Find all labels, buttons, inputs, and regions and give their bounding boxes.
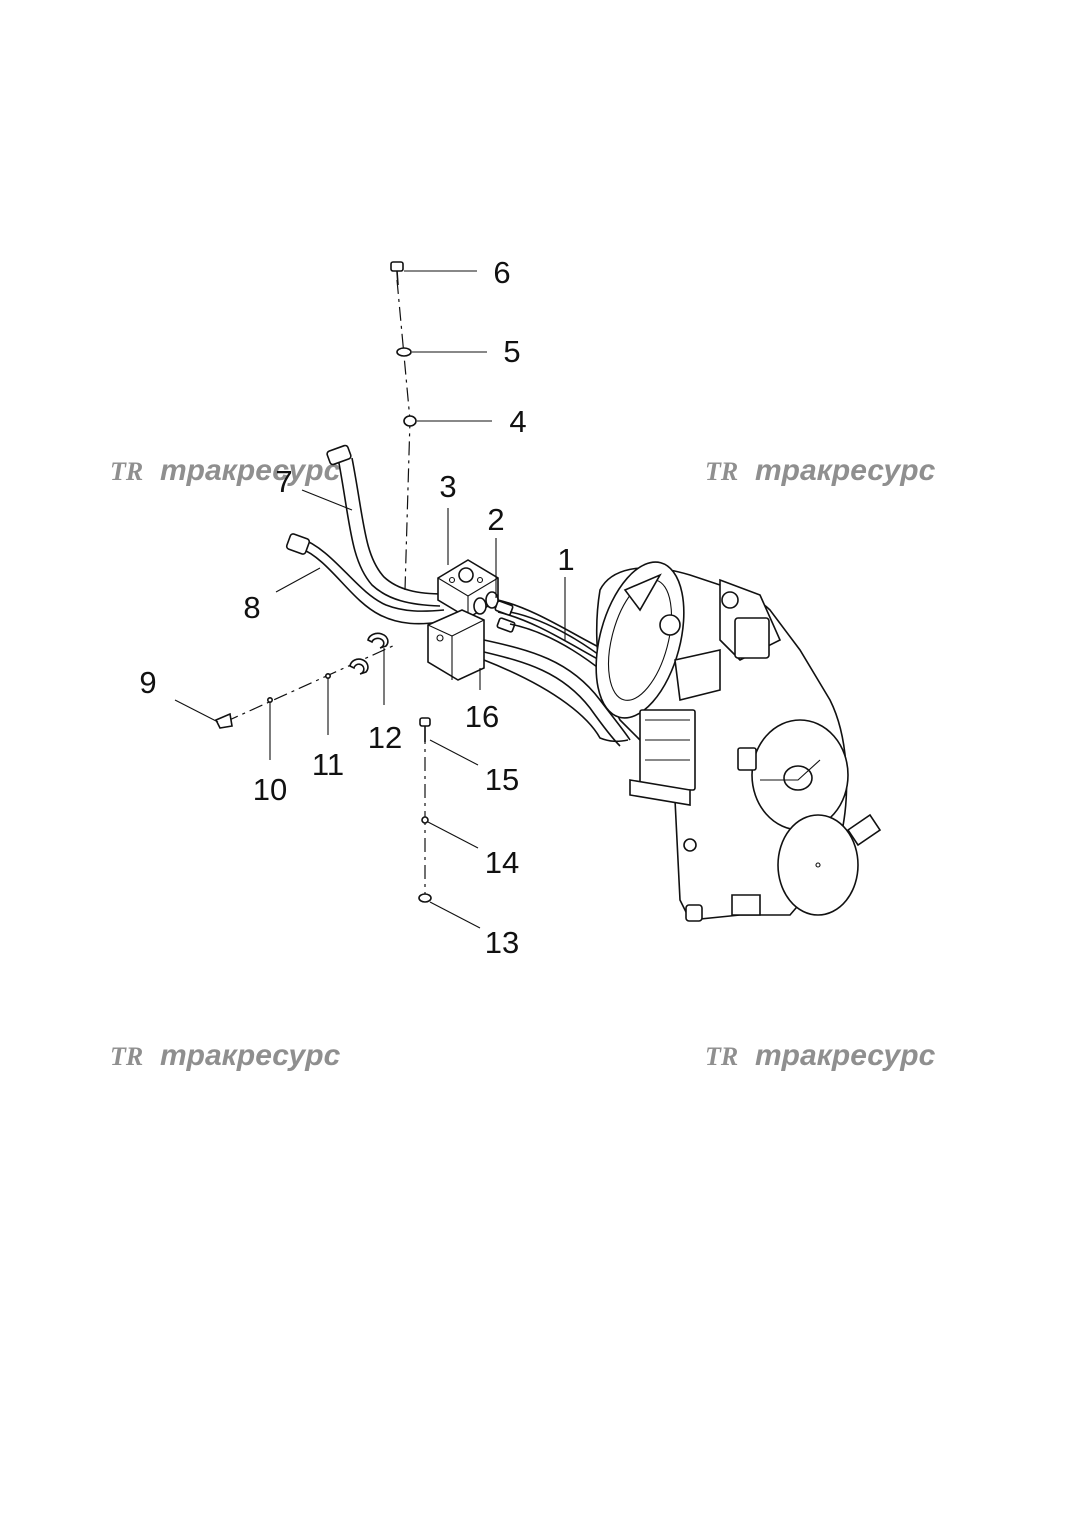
axis-upper-fasteners — [396, 279, 411, 591]
callout-11: 11 — [312, 747, 344, 782]
callout-9: 9 — [139, 665, 156, 700]
callout-13: 13 — [485, 925, 519, 960]
clamp-part-12 — [349, 632, 389, 675]
washer-part-11 — [324, 672, 331, 679]
watermark-text: тракресурс — [160, 1039, 341, 1072]
bolt-part-6 — [390, 261, 404, 286]
leader-lines — [174, 270, 566, 929]
watermark-text: тракресурс — [755, 1039, 936, 1072]
pipe-part-1 — [483, 611, 641, 747]
callout-12: 12 — [368, 720, 402, 755]
transmission-housing — [595, 561, 882, 922]
callout-3: 3 — [439, 469, 456, 504]
watermark-logo: TR — [110, 457, 143, 486]
valve-block-part-3 — [437, 559, 499, 619]
watermark-bottom-right: TR тракресурс — [705, 1039, 936, 1072]
pipe-part-7 — [326, 444, 445, 607]
bracket-part-16 — [427, 609, 485, 681]
callout-1: 1 — [557, 542, 574, 577]
callout-14: 14 — [485, 845, 519, 880]
axis-clamp-fasteners — [224, 644, 396, 723]
callout-4: 4 — [509, 404, 526, 439]
callout-numbers: 1 2 3 4 5 6 7 8 9 10 11 12 13 14 15 16 — [139, 255, 574, 960]
callout-2: 2 — [487, 502, 504, 537]
watermark-bottom-left: TR тракресурс — [110, 1039, 341, 1072]
watermark-top-right: TR тракресурс — [705, 454, 936, 487]
callout-15: 15 — [485, 762, 519, 797]
nut-part-10 — [266, 696, 273, 703]
watermark-text: тракресурс — [755, 454, 936, 487]
watermark-logo: TR — [110, 1042, 143, 1071]
callout-8: 8 — [243, 590, 260, 625]
bolt-part-9 — [214, 712, 233, 729]
callout-7: 7 — [275, 464, 292, 499]
callout-10: 10 — [253, 772, 287, 807]
callout-6: 6 — [493, 255, 510, 290]
callout-5: 5 — [503, 334, 520, 369]
washer-part-13 — [418, 893, 432, 903]
washer-part-4 — [403, 415, 417, 427]
washer-part-5 — [396, 347, 412, 357]
watermark-text: тракресурс — [160, 454, 341, 487]
watermark-logo: TR — [705, 457, 738, 486]
bolt-part-15 — [419, 717, 431, 742]
nut-part-14 — [421, 816, 429, 824]
watermark-top-left: TR тракресурс — [110, 454, 341, 487]
hose-part-8 — [285, 533, 445, 625]
watermark-logo: TR — [705, 1042, 738, 1071]
callout-16: 16 — [465, 699, 499, 734]
